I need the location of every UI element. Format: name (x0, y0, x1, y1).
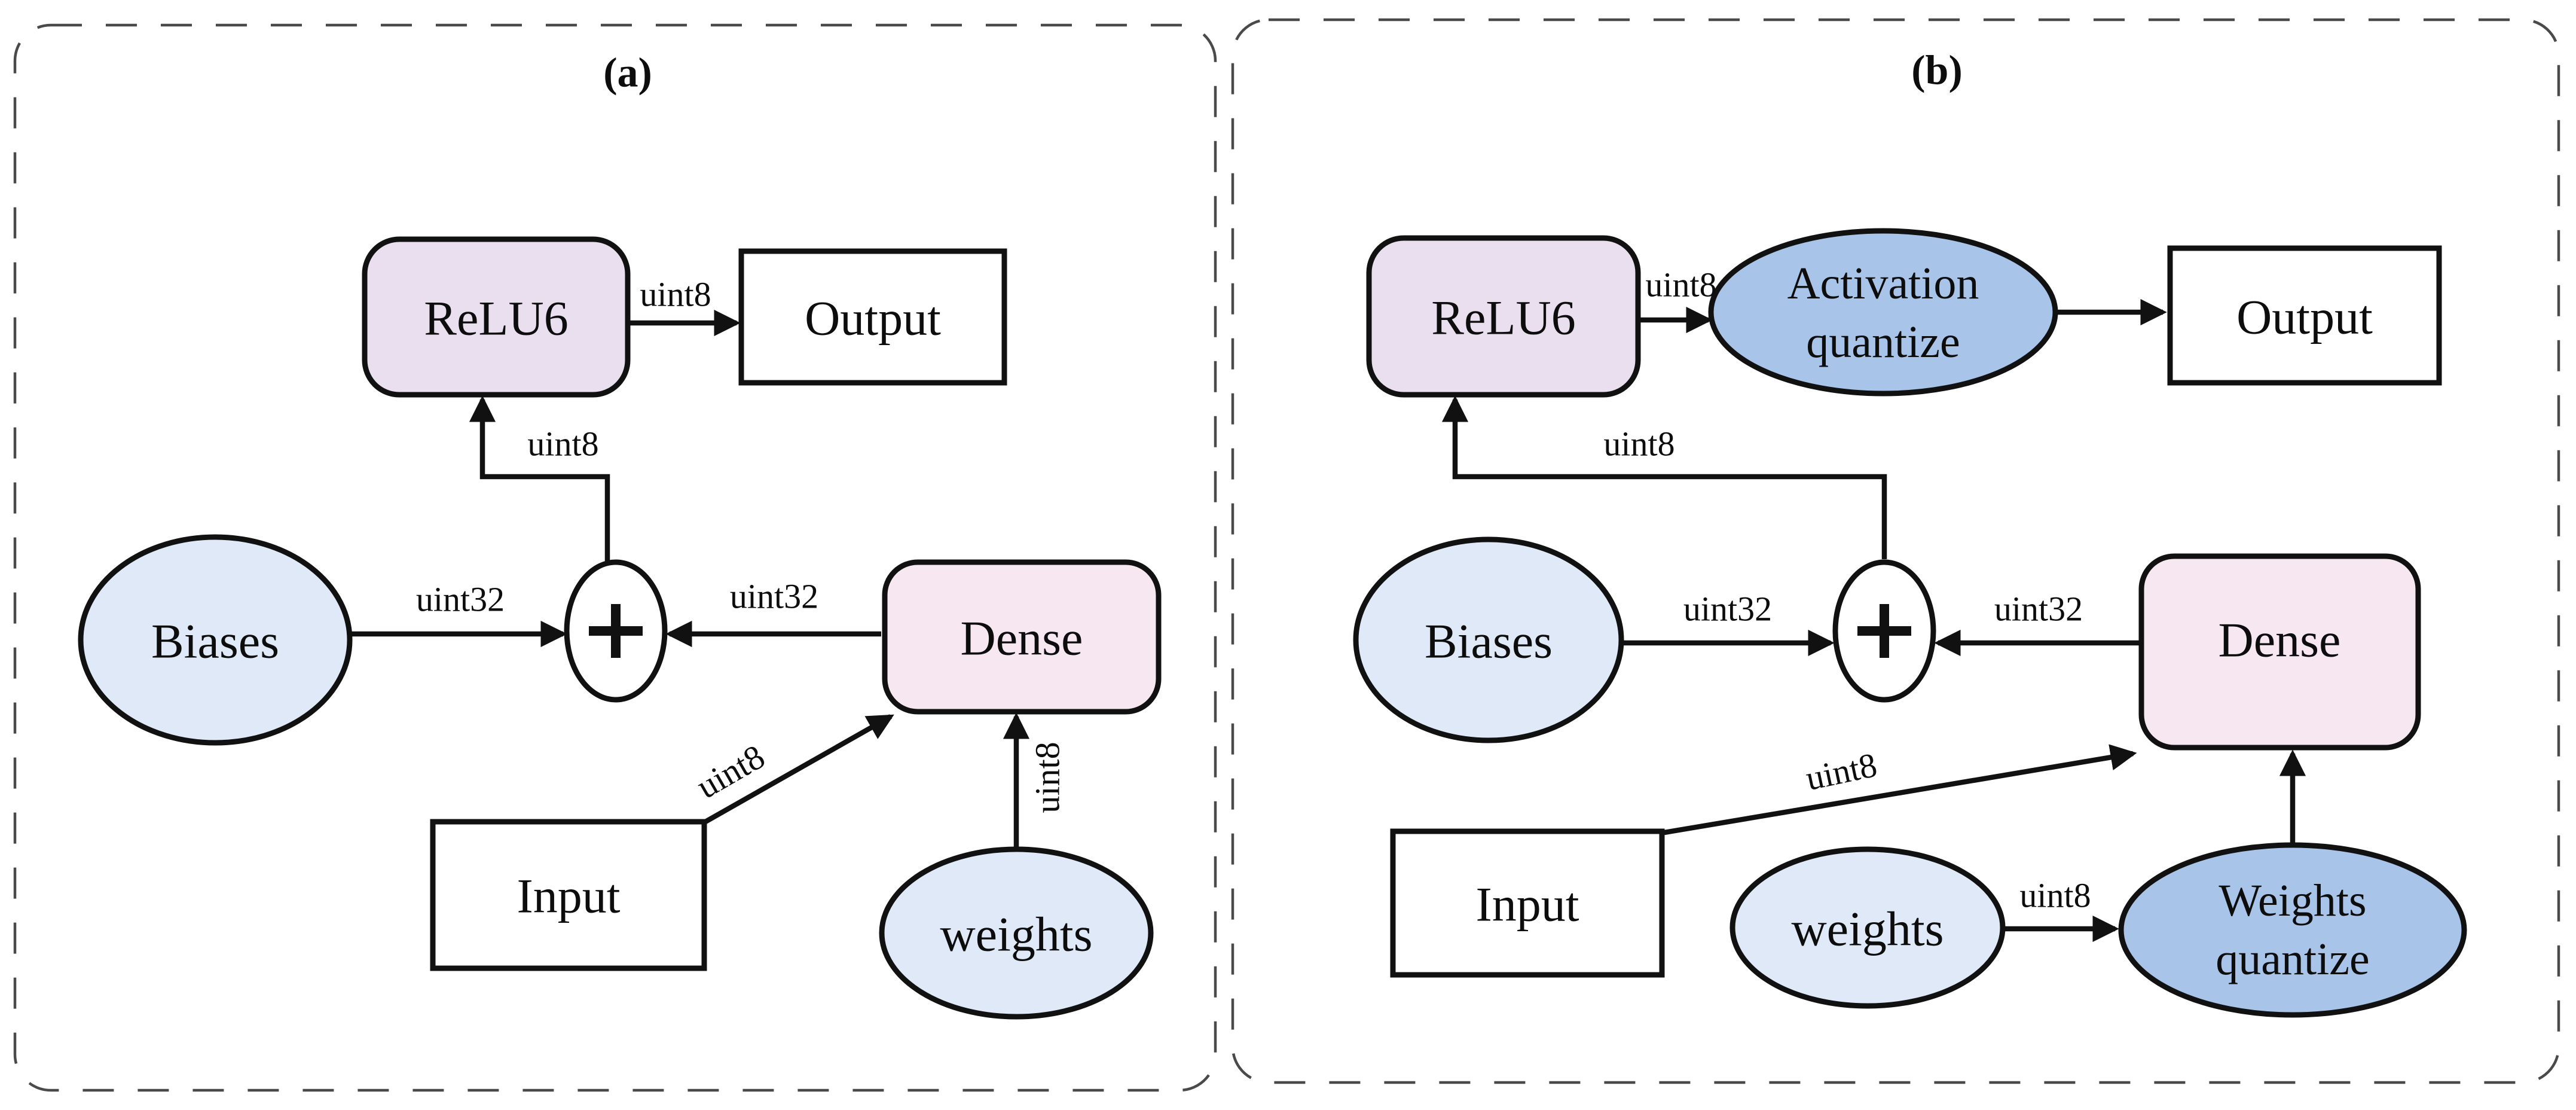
edge-label-uint8-relu6-output-a: uint8 (640, 275, 711, 314)
edge-label-uint8-relu6-actquant-b: uint8 (1645, 266, 1716, 304)
input-label-b: Input (1475, 877, 1579, 932)
edge-label-uint32-biases-plus-a: uint32 (416, 580, 505, 619)
output-label-a: Output (805, 291, 941, 346)
panel-a: (a) ReLU6 Output Biases Dense Input weig… (13, 23, 1217, 1092)
relu6-node-b (1366, 235, 1641, 398)
weights-quantize-label-line1-b: Weights (2219, 876, 2366, 926)
relu6-label-a: ReLU6 (424, 291, 568, 346)
edge-label-uint8-input-dense-b: uint8 (1802, 745, 1880, 798)
input-node-b (1390, 828, 1665, 978)
edge-label-uint8-plus-relu6-b: uint8 (1603, 425, 1674, 463)
weights-quantize-label-line2-b: quantize (2216, 934, 2369, 984)
edge-plus-to-relu6-b (1441, 395, 1887, 559)
dense-label-b: Dense (2219, 613, 2341, 667)
edge-input-to-dense-b (1664, 744, 2137, 835)
panel-a-title: (a) (603, 50, 652, 96)
edge-input-to-dense-a (704, 714, 894, 824)
panel-b: (b) ReLU6 Activation quantize Output Bia… (1231, 18, 2560, 1084)
biases-label-b: Biases (1425, 614, 1553, 669)
input-node-a (430, 819, 707, 971)
weights-quantize-node-b (2118, 842, 2467, 1018)
weights-node-a (879, 846, 1154, 1020)
edge-label-uint8-weights-weightsquant-b: uint8 (2019, 876, 2091, 915)
input-label-a: Input (517, 869, 620, 923)
biases-node-b (1353, 536, 1624, 743)
edge-label-uint8-weights-dense-a: uint8 (1028, 742, 1067, 813)
panel-b-dashed-border (1231, 18, 2560, 1084)
edge-label-uint8-plus-relu6-a: uint8 (527, 425, 598, 463)
panel-a-dashed-border (13, 23, 1217, 1092)
activation-quantize-node-b (1708, 228, 2058, 397)
edge-label-uint32-dense-plus-a: uint32 (730, 577, 818, 616)
biases-label-a: Biases (151, 614, 279, 669)
weights-node-b (1729, 846, 2006, 1009)
activation-quantize-label-line2-b: quantize (1806, 317, 1960, 367)
activation-quantize-label-line1-b: Activation (1787, 258, 1979, 309)
panel-b-title: (b) (1911, 48, 1963, 94)
edge-plus-to-relu6-a (469, 395, 610, 561)
relu6-node-a (362, 236, 631, 398)
output-node-a (738, 248, 1007, 386)
edge-label-uint32-dense-plus-b: uint32 (1994, 590, 2083, 629)
weights-label-a: weights (940, 907, 1092, 962)
biases-node-a (78, 534, 353, 746)
output-label-b: Output (2236, 290, 2373, 344)
output-node-b (2167, 245, 2442, 386)
edge-label-uint8-input-dense-a: uint8 (690, 737, 771, 806)
weights-label-b: weights (1791, 902, 1944, 956)
dense-label-a: Dense (961, 611, 1083, 666)
relu6-label-b: ReLU6 (1431, 291, 1575, 345)
dense-node-a (882, 559, 1162, 715)
edge-label-uint32-biases-plus-b: uint32 (1683, 590, 1772, 629)
dense-node-b (2138, 553, 2421, 751)
